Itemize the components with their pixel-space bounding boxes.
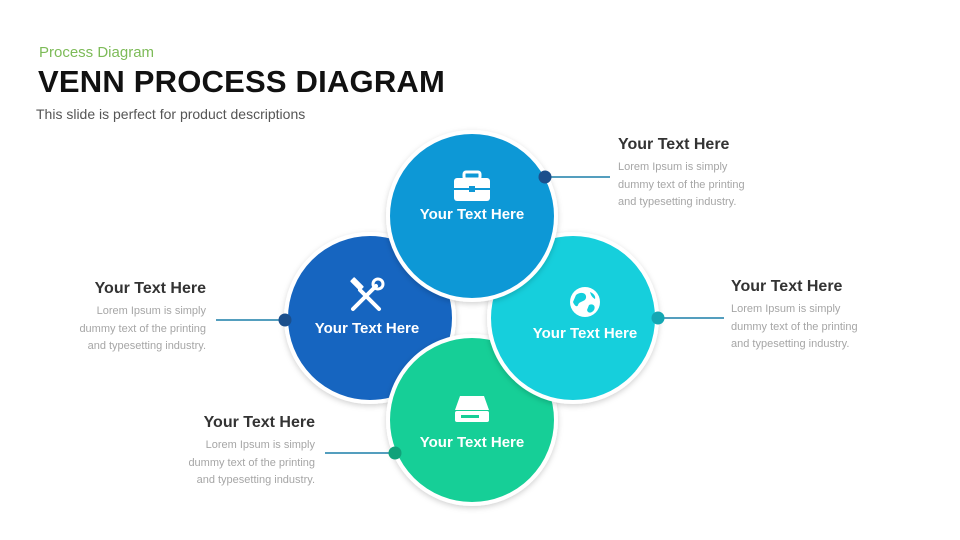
callout-heading: Your Text Here xyxy=(618,136,730,153)
circle-left-label: Your Text Here xyxy=(315,320,419,337)
callout-line: Lorem Ipsum is simply xyxy=(96,305,206,317)
callout-line: and typesetting industry. xyxy=(731,338,850,350)
callout-top-right: Your Text Here Lorem Ipsum is simply dum… xyxy=(618,136,818,212)
callout-body: Lorem Ipsum is simply dummy text of the … xyxy=(731,301,931,354)
callout-line: dummy text of the printing xyxy=(731,320,858,333)
callout-line: dummy text of the printing xyxy=(79,322,206,335)
callout-heading: Your Text Here xyxy=(203,414,315,431)
circle-top xyxy=(386,130,558,302)
callout-heading: Your Text Here xyxy=(94,280,206,297)
circle-bottom-label: Your Text Here xyxy=(420,434,524,451)
callout-line: and typesetting industry. xyxy=(196,474,315,486)
callout-bottom-left: Your Text Here Lorem Ipsum is simply dum… xyxy=(115,414,315,490)
callout-connectors xyxy=(216,176,724,454)
slide-title: VENN PROCESS DIAGRAM xyxy=(38,64,446,99)
callout-body: Lorem Ipsum is simply dummy text of the … xyxy=(6,303,206,356)
callout-line: Lorem Ipsum is simply xyxy=(205,439,315,451)
connector-dot-bottom-left xyxy=(388,446,402,460)
briefcase-icon xyxy=(454,170,490,201)
connector-dot-left xyxy=(278,313,292,327)
callout-heading: Your Text Here xyxy=(731,278,843,295)
circle-top-label: Your Text Here xyxy=(420,206,524,223)
callout-body: Lorem Ipsum is simply dummy text of the … xyxy=(618,159,818,212)
callout-line: Lorem Ipsum is simply xyxy=(618,161,728,173)
tools-icon xyxy=(350,277,385,311)
callout-body: Lorem Ipsum is simply dummy text of the … xyxy=(115,437,315,490)
callout-line: dummy text of the printing xyxy=(188,456,315,469)
globe-icon xyxy=(570,287,600,317)
circle-right-label: Your Text Here xyxy=(533,325,637,342)
slide-kicker: Process Diagram xyxy=(39,44,155,61)
callout-line: dummy text of the printing xyxy=(618,178,745,191)
callout-line: and typesetting industry. xyxy=(87,340,206,352)
callout-line: and typesetting industry. xyxy=(618,196,737,208)
callout-line: Lorem Ipsum is simply xyxy=(731,303,841,315)
connector-dot-top-right xyxy=(538,170,552,184)
callout-left: Your Text Here Lorem Ipsum is simply dum… xyxy=(6,280,206,356)
drive-icon xyxy=(455,396,489,422)
connector-dot-right xyxy=(651,311,665,325)
slide-subtitle: This slide is perfect for product descri… xyxy=(36,106,306,122)
callout-right: Your Text Here Lorem Ipsum is simply dum… xyxy=(731,278,931,354)
